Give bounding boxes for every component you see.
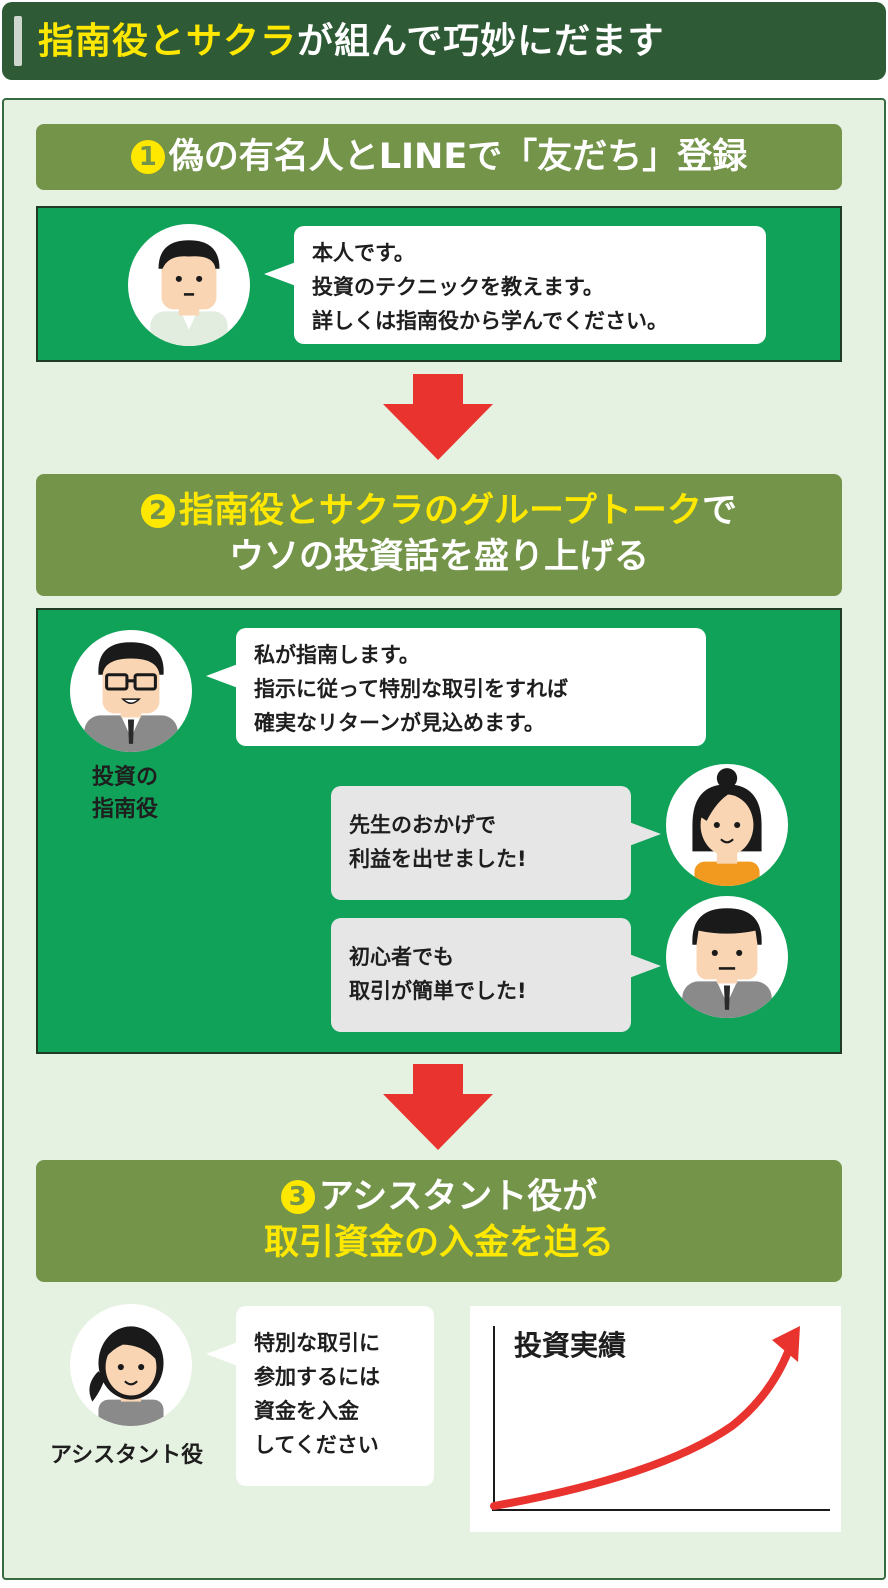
step2-heading-rest: で bbox=[701, 491, 737, 531]
step2-heading-highlight: 指南役とサクラのグループトーク bbox=[179, 491, 702, 531]
investment-chart: 投資実績 bbox=[470, 1306, 841, 1532]
title-highlight: 指南役とサクラ bbox=[38, 21, 298, 62]
step3-heading-line2: 取引資金の入金を迫る bbox=[263, 1223, 614, 1263]
step3-heading-line1: アシスタント役が bbox=[318, 1177, 598, 1217]
guide-label-line: 投資の bbox=[92, 765, 159, 790]
trend-chart-graphic bbox=[490, 1326, 830, 1511]
woman-ponytail-avatar bbox=[70, 1304, 192, 1426]
sakura1-bubble: 先生のおかげで 利益を出せました! bbox=[331, 786, 661, 900]
red-down-arrow-icon bbox=[383, 374, 493, 460]
title-bar: 指南役とサクラが組んで巧妙にだます bbox=[2, 2, 886, 80]
bubble-line: 指示に従って特別な取引をすれば bbox=[254, 677, 568, 701]
bubble-line: 利益を出せました! bbox=[349, 847, 527, 871]
page-title: 指南役とサクラが組んで巧妙にだます bbox=[38, 16, 665, 68]
bubble-line: してください bbox=[254, 1433, 379, 1457]
step1-bubble: 本人です。 投資のテクニックを教えます。 詳しくは指南役から学んでください。 bbox=[264, 226, 766, 344]
bubble-line: 詳しくは指南役から学んでください。 bbox=[312, 309, 668, 333]
step3-number: 3 bbox=[280, 1180, 315, 1214]
step2-heading-line2: ウソの投資話を盛り上げる bbox=[228, 537, 649, 577]
bubble-line: 初心者でも bbox=[349, 945, 454, 969]
step1-heading-text: 偽の有名人とLINEで「友だち」登録 bbox=[168, 137, 748, 177]
guide-bubble: 私が指南します。 指示に従って特別な取引をすれば 確実なリターンが見込めます。 bbox=[206, 628, 706, 746]
man-avatar bbox=[666, 896, 788, 1018]
step2-number: 2 bbox=[141, 494, 176, 528]
bubble-line: 先生のおかげで bbox=[349, 813, 496, 837]
bubble-line: 特別な取引に bbox=[254, 1331, 380, 1355]
title-rest: が組んで巧妙にだます bbox=[297, 21, 665, 62]
step1-number: 1 bbox=[130, 140, 165, 174]
chart-title: 投資実績 bbox=[514, 1329, 627, 1362]
man-avatar bbox=[128, 224, 250, 346]
title-accent bbox=[14, 16, 22, 66]
glasses-man-avatar bbox=[70, 630, 192, 752]
bubble-line: 資金を入金 bbox=[254, 1399, 359, 1423]
chart-trend-line bbox=[490, 1348, 792, 1510]
red-down-arrow-icon bbox=[383, 1064, 493, 1150]
bubble-line: 確実なリターンが見込めます。 bbox=[254, 711, 545, 735]
guide-label-line: 指南役 bbox=[92, 797, 159, 822]
bubble-line: 私が指南します。 bbox=[254, 643, 420, 667]
bubble-line: 参加するには bbox=[254, 1365, 380, 1389]
bubble-line: 投資のテクニックを教えます。 bbox=[312, 275, 604, 299]
guide-label: 投資の 指南役 bbox=[92, 762, 158, 826]
sakura2-bubble: 初心者でも 取引が簡単でした! bbox=[331, 918, 661, 1032]
assistant-bubble: 特別な取引に 参加するには 資金を入金 してください bbox=[206, 1306, 434, 1486]
chart-arrowhead-icon bbox=[772, 1326, 800, 1362]
woman-bun-avatar bbox=[666, 764, 788, 886]
bubble-line: 本人です。 bbox=[312, 241, 415, 265]
assistant-label: アシスタント役 bbox=[50, 1443, 204, 1468]
bubble-line: 取引が簡単でした! bbox=[349, 979, 527, 1003]
